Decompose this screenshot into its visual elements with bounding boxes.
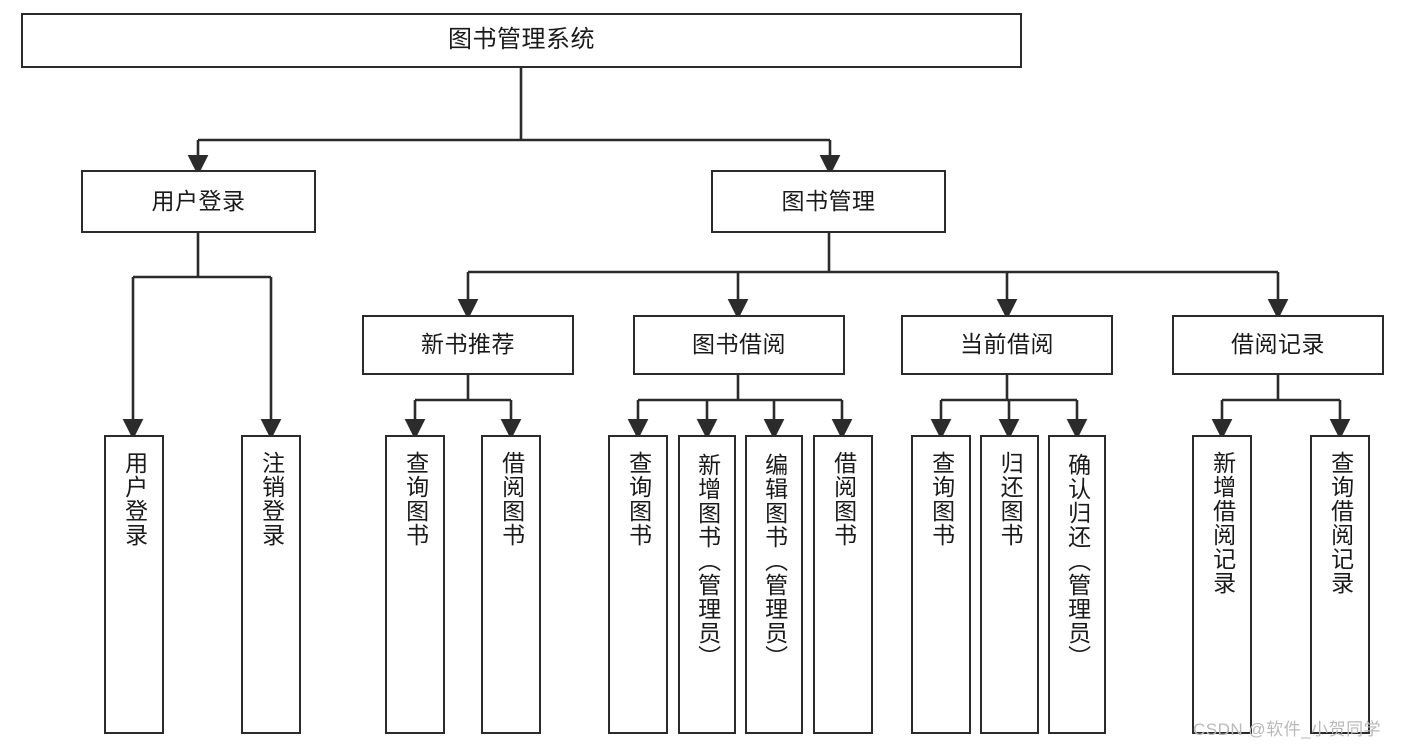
node-label: 新增借阅记录 [1209,451,1236,595]
node-leaf-return-book[interactable]: 归还图书 [980,435,1039,734]
node-leaf-add-book-admin[interactable]: 新增图书（管理员） [678,435,736,734]
node-new-book-recommend[interactable]: 新书推荐 [362,315,574,375]
node-label: 编辑图书（管理员） [761,453,788,669]
node-label: 图书管理系统 [448,26,595,54]
node-leaf-query-book-1[interactable]: 查询图书 [385,435,445,734]
node-label: 归还图书 [997,451,1024,547]
node-label: 图书借阅 [692,331,786,358]
node-book-management-system[interactable]: 图书管理系统 [21,13,1022,68]
node-label: 查询图书 [402,451,429,547]
node-leaf-edit-book-admin[interactable]: 编辑图书（管理员） [745,435,803,734]
node-label: 图书管理 [781,187,876,214]
node-leaf-user-login[interactable]: 用户登录 [104,435,164,734]
node-label: 查询借阅记录 [1327,451,1354,595]
node-user-login[interactable]: 用户登录 [81,170,316,233]
node-borrow-record[interactable]: 借阅记录 [1172,315,1384,375]
node-label: 用户登录 [121,451,148,547]
node-leaf-borrow-book-1[interactable]: 借阅图书 [481,435,541,734]
node-leaf-query-borrow-record[interactable]: 查询借阅记录 [1310,435,1370,734]
node-leaf-add-borrow-record[interactable]: 新增借阅记录 [1192,435,1252,734]
node-label: 当前借阅 [960,331,1054,358]
node-leaf-logout[interactable]: 注销登录 [241,435,301,734]
node-leaf-query-book-2[interactable]: 查询图书 [608,435,668,734]
node-label: 新增图书（管理员） [694,453,721,669]
node-leaf-confirm-return-admin[interactable]: 确认归还（管理员） [1048,435,1106,734]
node-label: 用户登录 [151,187,246,214]
node-leaf-borrow-book-2[interactable]: 借阅图书 [813,435,873,734]
node-book-borrow[interactable]: 图书借阅 [633,315,845,375]
node-current-borrow[interactable]: 当前借阅 [901,315,1113,375]
node-label: 借阅图书 [498,451,525,547]
node-label: 查询图书 [625,451,652,547]
node-label: 借阅图书 [830,451,857,547]
node-label: 借阅记录 [1231,331,1325,358]
node-leaf-query-book-3[interactable]: 查询图书 [911,435,971,734]
node-label: 注销登录 [258,451,285,547]
node-label: 查询图书 [928,451,955,547]
node-label: 新书推荐 [421,331,515,358]
node-book-management[interactable]: 图书管理 [711,170,946,233]
node-label: 确认归还（管理员） [1064,453,1091,669]
